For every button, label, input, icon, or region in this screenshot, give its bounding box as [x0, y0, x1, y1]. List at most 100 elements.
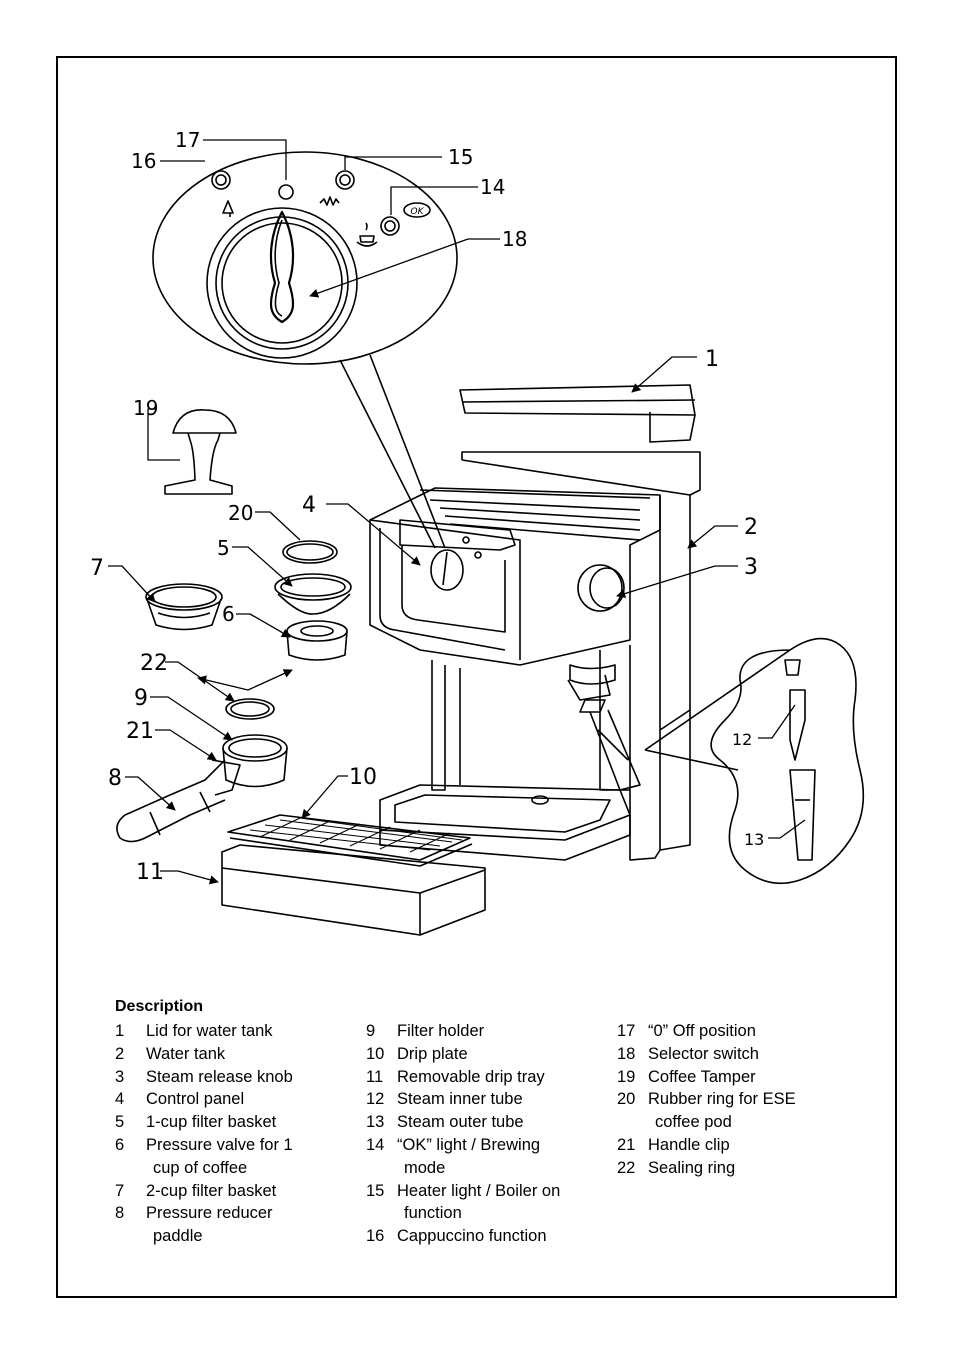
description-item-label: Rubber ring for ESE: [648, 1090, 796, 1109]
callout-22: 22: [140, 651, 168, 676]
description-item-number: 8: [115, 1204, 125, 1223]
machine-body: [369, 487, 661, 861]
callout-12: 12: [732, 730, 752, 749]
description-item-text: Lid for water tank: [146, 1020, 355, 1043]
description-item: 9 Filter holder: [366, 1020, 611, 1043]
description-title: Description: [115, 998, 204, 1015]
description-item-label: Water tank: [146, 1044, 226, 1063]
description-item-text: Removable drip tray: [397, 1066, 611, 1089]
description-item-number: 11: [366, 1067, 384, 1086]
description-item-text: Selector switch: [648, 1043, 857, 1066]
filter-holder-icon: [116, 734, 288, 843]
callout-21: 21: [126, 719, 154, 744]
description-item-text: Handle clip: [648, 1134, 857, 1157]
callout-17: 17: [175, 128, 200, 152]
description-item-text: Filter holder: [397, 1020, 611, 1043]
description-item-continuation: function: [404, 1204, 462, 1223]
description-item-number: 10: [366, 1044, 385, 1063]
one-cup-basket-icon: [274, 573, 352, 615]
description-item: 22 Sealing ring: [617, 1157, 857, 1180]
callout-19: 19: [133, 396, 158, 420]
steam-release-knob-icon: [577, 564, 625, 612]
leader-lines: [108, 139, 806, 885]
description-item-number: 22: [617, 1158, 636, 1177]
description-item-label: Filter holder: [397, 1022, 485, 1040]
description-item-number: 3: [115, 1067, 125, 1086]
description-item-label: Steam release knob: [146, 1067, 293, 1086]
callout-16: 16: [131, 149, 156, 173]
description-item-label: Pressure reducer: [146, 1204, 273, 1223]
description-item: 4 Control panel: [115, 1088, 355, 1111]
description-item-number: 2: [115, 1044, 125, 1063]
description-item: 5 1-cup filter basket: [115, 1111, 355, 1134]
description-item-text: Sealing ring: [648, 1157, 857, 1180]
description-item-label: Coffee Tamper: [648, 1067, 756, 1086]
callout-15: 15: [448, 145, 473, 169]
description-item: 11 Removable drip tray: [366, 1066, 611, 1089]
description-item-text: 1-cup filter basket: [146, 1111, 355, 1134]
callout-11: 11: [136, 860, 164, 885]
description-item-text: Control panel: [146, 1088, 355, 1111]
description-item-label: “OK” light / Brewing: [397, 1135, 541, 1154]
description-item-number: 1: [115, 1022, 125, 1040]
callout-10: 10: [349, 765, 377, 790]
selector-switch-icon: [206, 207, 358, 359]
description-item-text: Steam release knob: [146, 1066, 355, 1089]
description-item-number: 6: [115, 1135, 125, 1154]
description-item-number: 16: [366, 1227, 385, 1246]
description-item-number: 9: [366, 1022, 376, 1040]
description-item-continuation: mode: [404, 1158, 446, 1177]
description-item-label: Control panel: [146, 1090, 245, 1109]
coffee-tamper-icon: [164, 409, 237, 495]
description-item-number: 7: [115, 1181, 125, 1200]
description-item: 17“0” Off position: [617, 1020, 857, 1043]
description-item-label: Removable drip tray: [397, 1067, 545, 1086]
heater-light-icon: [319, 170, 355, 206]
two-cup-basket-icon: [145, 583, 223, 631]
description-item-text: Water tank: [146, 1043, 355, 1066]
description-item-label: Steam inner tube: [397, 1090, 523, 1109]
description-item-label: Lid for water tank: [146, 1022, 273, 1040]
description-item-number: 20: [617, 1090, 636, 1109]
water-tank-lid: [459, 384, 696, 443]
steam-outer-tube-icon: [789, 769, 816, 861]
description-item-text: “0” Off position: [648, 1020, 857, 1043]
off-position-indicator-icon: [278, 184, 294, 200]
description-item: 1 Lid for water tank: [115, 1020, 355, 1043]
ok-light-icon: [356, 202, 431, 247]
callout-2: 2: [744, 515, 758, 540]
description-item-text: Heater light / Boiler on function: [397, 1180, 611, 1226]
description-item-continuation: coffee pod: [655, 1113, 732, 1132]
callout-1: 1: [705, 347, 719, 372]
description-item-number: 21: [617, 1135, 636, 1154]
description-item: 2 Water tank: [115, 1043, 355, 1066]
description-item-label: Heater light / Boiler on: [397, 1181, 561, 1200]
steam-inner-tube-icon: [784, 659, 806, 761]
description-item: 3 Steam release knob: [115, 1066, 355, 1089]
description-item-text: Coffee Tamper: [648, 1066, 857, 1089]
description-item: 19 Coffee Tamper: [617, 1066, 857, 1089]
description-item-number: 19: [617, 1067, 636, 1086]
description-item-text: Drip plate: [397, 1043, 611, 1066]
description-item-label: Sealing ring: [648, 1158, 736, 1177]
description-item-text: Rubber ring for ESE coffee pod: [648, 1088, 857, 1134]
callout-13: 13: [744, 830, 764, 849]
description-item: 10 Drip plate: [366, 1043, 611, 1066]
callout-9: 9: [134, 686, 148, 711]
description-item-number: 5: [115, 1113, 125, 1132]
description-item-label: Steam outer tube: [397, 1113, 524, 1132]
callout-8: 8: [108, 766, 122, 791]
callout-6: 6: [222, 602, 235, 626]
description-item-number: 4: [115, 1090, 125, 1109]
pressure-valve-icon: [286, 620, 348, 661]
description-item-text: Steam inner tube: [397, 1088, 611, 1111]
